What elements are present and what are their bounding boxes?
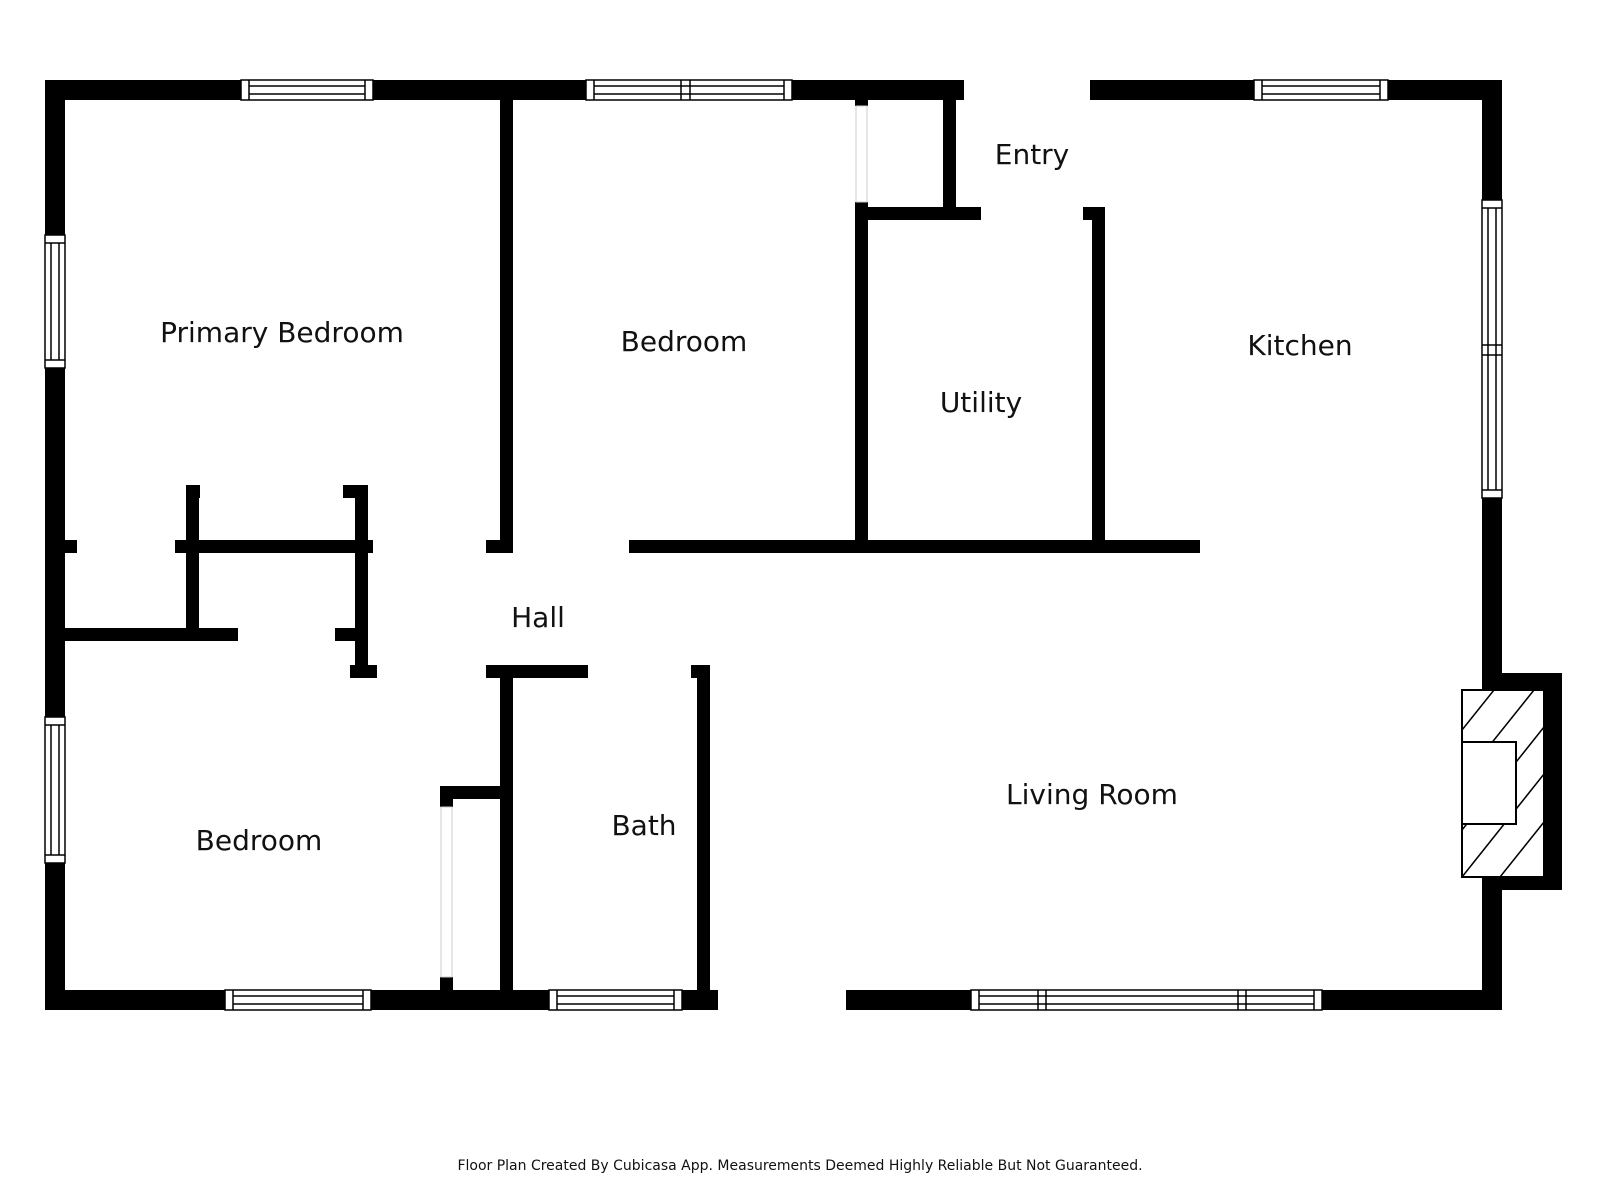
window-top-kitchen: [1253, 79, 1389, 101]
wall-hall-bottom-left: [350, 665, 377, 678]
wall-top-3: [792, 80, 964, 100]
wall-right-2: [1482, 498, 1502, 673]
wall-closet-right: [355, 485, 368, 678]
wall-closet-left: [186, 485, 199, 633]
wall-mid-horizontal-closet: [175, 540, 373, 553]
wall-bath-right: [697, 665, 710, 990]
footer-disclaimer: Floor Plan Created By Cubicasa App. Meas…: [457, 1158, 1143, 1174]
window-right-kitchen: [1481, 199, 1503, 499]
interior-walls: [65, 100, 1200, 990]
label-entry: Entry: [995, 138, 1070, 171]
window-bottom-bath: [548, 989, 683, 1011]
window-bottom-living: [970, 989, 1323, 1011]
label-bedroom-top: Bedroom: [621, 325, 748, 358]
entry-side-opening: [855, 105, 868, 203]
wall-closet-lower-right: [335, 628, 368, 641]
label-kitchen: Kitchen: [1247, 329, 1352, 362]
wall-top-5: [1388, 80, 1502, 100]
wall-bedroom-closet-left-bottom: [440, 977, 453, 990]
wall-bath-left: [500, 665, 513, 990]
wall-top-2: [373, 80, 586, 100]
wall-entry-vertical: [943, 100, 956, 220]
wall-bottom-5: [1322, 990, 1502, 1010]
wall-right-1: [1482, 80, 1502, 200]
wall-mid-horizontal-right: [629, 540, 1200, 553]
wall-left-3: [45, 863, 65, 1010]
wall-bottom-2: [371, 990, 549, 1010]
wall-bottom-1: [45, 990, 225, 1010]
wall-right-3: [1482, 890, 1502, 1010]
wall-mid-horizontal-left-stub: [65, 540, 77, 553]
wall-bedroom-utility: [855, 202, 868, 553]
wall-top-4: [1090, 80, 1254, 100]
wall-utility-top-left: [855, 207, 981, 220]
label-hall: Hall: [511, 601, 565, 634]
closet-door: [440, 806, 453, 978]
window-top-primary: [240, 79, 374, 101]
wall-bedroom-entry-upper: [855, 100, 868, 106]
wall-utility-right: [1092, 207, 1105, 553]
fireplace-firebox: [1461, 741, 1517, 825]
wall-bottom-4: [846, 990, 971, 1010]
label-utility: Utility: [940, 386, 1022, 419]
exterior-walls: [45, 80, 1502, 1010]
window-left-bedroom: [44, 716, 66, 864]
wall-top-1: [45, 80, 241, 100]
window-top-bedroom: [585, 79, 793, 101]
wall-bottom-3: [682, 990, 718, 1010]
wall-left-1: [45, 80, 65, 235]
window-bottom-bedroom: [224, 989, 372, 1011]
windows: [44, 79, 1503, 1011]
label-living-room: Living Room: [1006, 778, 1178, 811]
window-left-primary: [44, 234, 66, 369]
wall-bedroom-closet-left-top: [440, 786, 453, 807]
wall-closet-top-left: [186, 485, 200, 498]
room-labels: Primary Bedroom Bedroom Utility Entry Ki…: [160, 138, 1352, 857]
wall-primary-bedroom-divider: [500, 100, 513, 553]
wall-left-2: [45, 368, 65, 717]
fireplace: [1461, 673, 1562, 890]
wall-bedroom-closet-top: [440, 786, 513, 799]
label-bath: Bath: [611, 809, 676, 842]
label-primary-bedroom: Primary Bedroom: [160, 316, 404, 349]
wall-closet-lower-left: [65, 628, 238, 641]
wall-mid-horizontal-stub: [486, 540, 513, 553]
label-bedroom-bottom: Bedroom: [196, 824, 323, 857]
